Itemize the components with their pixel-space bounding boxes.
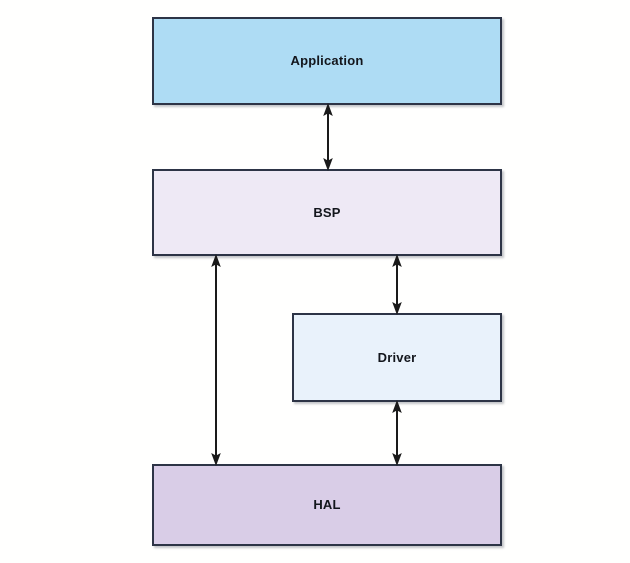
node-application-label: Application [290,53,364,69]
node-bsp[interactable]: BSP [152,169,502,256]
connector-bsp-hal [200,254,232,466]
node-hal-label: HAL [313,497,341,513]
connector-driver-hal [381,400,413,466]
node-driver[interactable]: Driver [292,313,502,402]
connector-bsp-driver [381,254,413,315]
node-hal[interactable]: HAL [152,464,502,546]
connector-application-bsp [312,103,344,171]
node-bsp-label: BSP [313,204,341,220]
node-driver-label: Driver [377,349,417,365]
node-application[interactable]: Application [152,17,502,105]
